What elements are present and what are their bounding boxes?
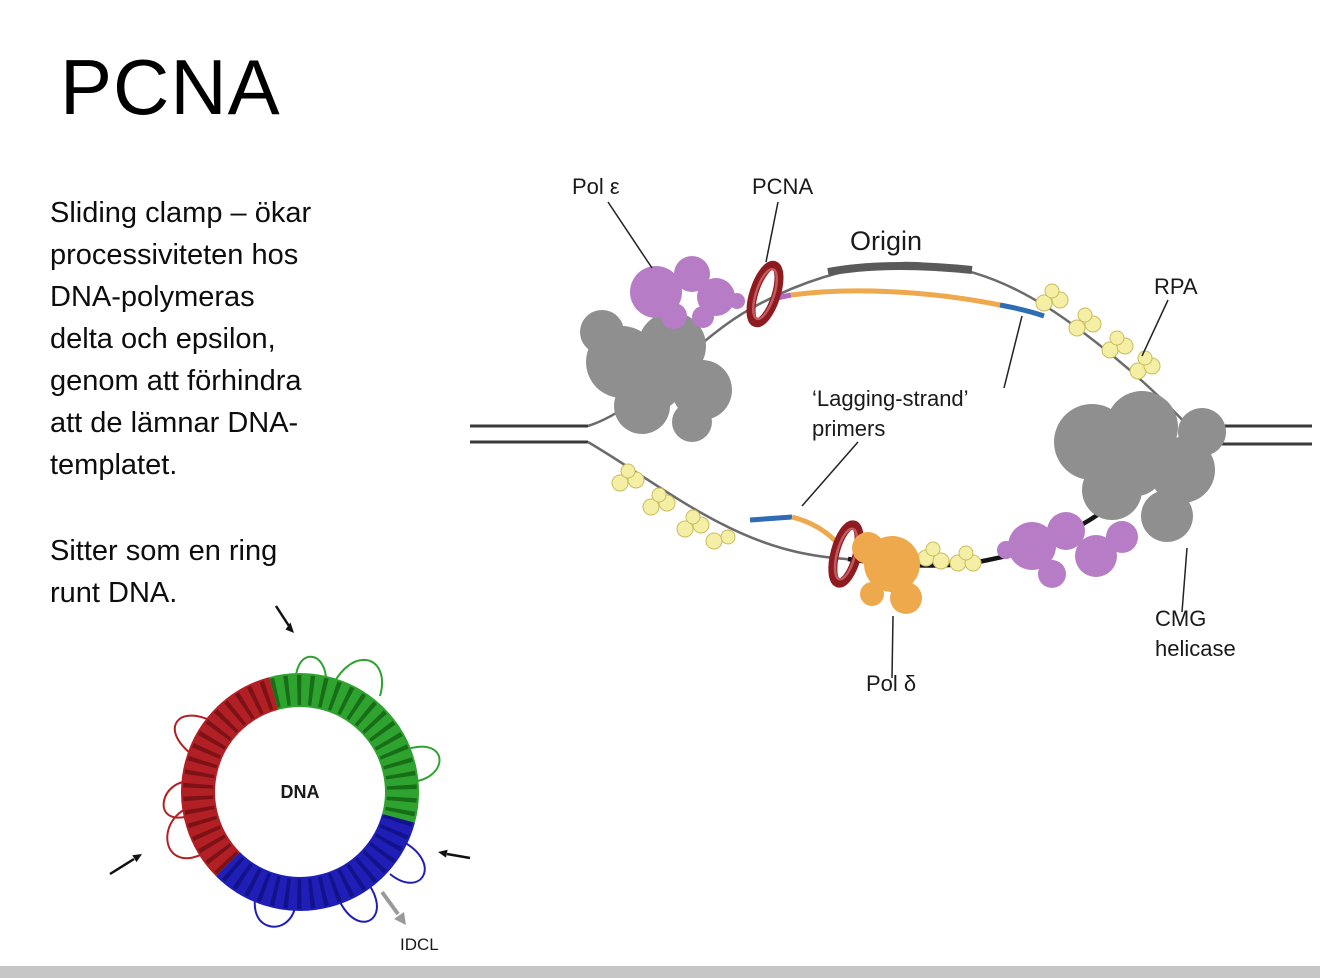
pcna-ring-top bbox=[746, 260, 784, 328]
rpa-cluster bbox=[917, 541, 950, 570]
rpa-cluster bbox=[705, 529, 736, 550]
rpa-label: RPA bbox=[1154, 274, 1198, 299]
body-line: delta och epsilon, bbox=[50, 323, 276, 355]
pol-epsilon-label: Pol ε bbox=[572, 174, 620, 199]
idcl-arrow bbox=[380, 890, 406, 925]
body-line: processiviteten hos bbox=[50, 239, 299, 271]
rpa-cluster bbox=[642, 487, 676, 516]
left-helicase-blob bbox=[580, 310, 732, 442]
rpa-cluster bbox=[611, 463, 645, 492]
body-line: genom att förhindra bbox=[50, 365, 302, 397]
idcl-label: IDCL bbox=[400, 935, 439, 954]
pcna-ring-structure: DNA IDCL bbox=[109, 605, 471, 954]
lagging-strand-orange bbox=[791, 514, 842, 548]
slide-bottom-strip bbox=[0, 966, 1320, 978]
pol-delta-label: Pol δ bbox=[866, 671, 916, 696]
pcna-pointer bbox=[765, 201, 779, 263]
rpa-cluster bbox=[1129, 350, 1161, 380]
replication-fork-diagram: Pol ε PCNA Origin RPA ‘Lagging-strand’ p… bbox=[470, 174, 1312, 696]
arrow-right bbox=[438, 849, 471, 860]
rpa-cluster bbox=[1035, 283, 1069, 312]
rpa-pointer bbox=[1141, 299, 1169, 357]
cmg-helicase-blob bbox=[1054, 391, 1226, 542]
cmg-label-line1: CMG bbox=[1155, 606, 1206, 631]
body-text: Sliding clamp – ökar processiviteten hos… bbox=[50, 192, 311, 614]
body-line: runt DNA. bbox=[50, 577, 178, 609]
lagging-top-pointer bbox=[1003, 315, 1023, 389]
lagging-bottom-pointer bbox=[801, 441, 859, 507]
pcna-subunit-red bbox=[181, 677, 279, 877]
interface-arrows bbox=[109, 605, 471, 925]
body-line: templatet. bbox=[50, 449, 178, 481]
rpa-cluster bbox=[1101, 330, 1134, 359]
arrow-left bbox=[109, 854, 142, 876]
cmg-label-line2: helicase bbox=[1155, 636, 1236, 661]
right-polymerase-blob bbox=[997, 512, 1138, 588]
top-primer-blue bbox=[999, 302, 1045, 319]
body-paragraph-1: Sliding clamp – ökar processiviteten hos… bbox=[50, 192, 311, 486]
origin-label: Origin bbox=[850, 226, 922, 256]
pcna-label: PCNA bbox=[752, 174, 813, 199]
dna-label: DNA bbox=[281, 782, 320, 802]
pol-epsilon-blob bbox=[630, 256, 745, 329]
body-line: DNA-polymeras bbox=[50, 281, 255, 313]
body-line: att de lämnar DNA- bbox=[50, 407, 299, 439]
pcna-subunit-green bbox=[269, 673, 419, 823]
pointer-lines bbox=[607, 201, 1188, 679]
origin-segment bbox=[827, 261, 973, 276]
rpa-proteins bbox=[611, 283, 1161, 572]
arrow-top bbox=[274, 605, 294, 633]
pol-epsilon-pointer bbox=[607, 201, 653, 269]
page-title: PCNA bbox=[60, 43, 281, 131]
rpa-cluster bbox=[949, 545, 982, 572]
body-line: Sitter som en ring bbox=[50, 535, 278, 567]
bottom-primer-blue bbox=[749, 514, 793, 523]
lagging-strand-label-line2: primers bbox=[812, 416, 885, 441]
leading-strand-orange bbox=[790, 288, 1001, 308]
pol-delta-pointer bbox=[891, 615, 894, 679]
rpa-cluster bbox=[1068, 307, 1102, 337]
cmg-pointer bbox=[1181, 547, 1188, 613]
body-paragraph-2: Sitter som en ring runt DNA. bbox=[50, 530, 311, 614]
pol-delta-blob bbox=[852, 532, 922, 614]
rpa-cluster bbox=[676, 509, 710, 538]
body-line: Sliding clamp – ökar bbox=[50, 197, 312, 229]
pcna-subunit-blue bbox=[215, 813, 415, 911]
lagging-strand-label-line1: ‘Lagging-strand’ bbox=[812, 386, 969, 411]
